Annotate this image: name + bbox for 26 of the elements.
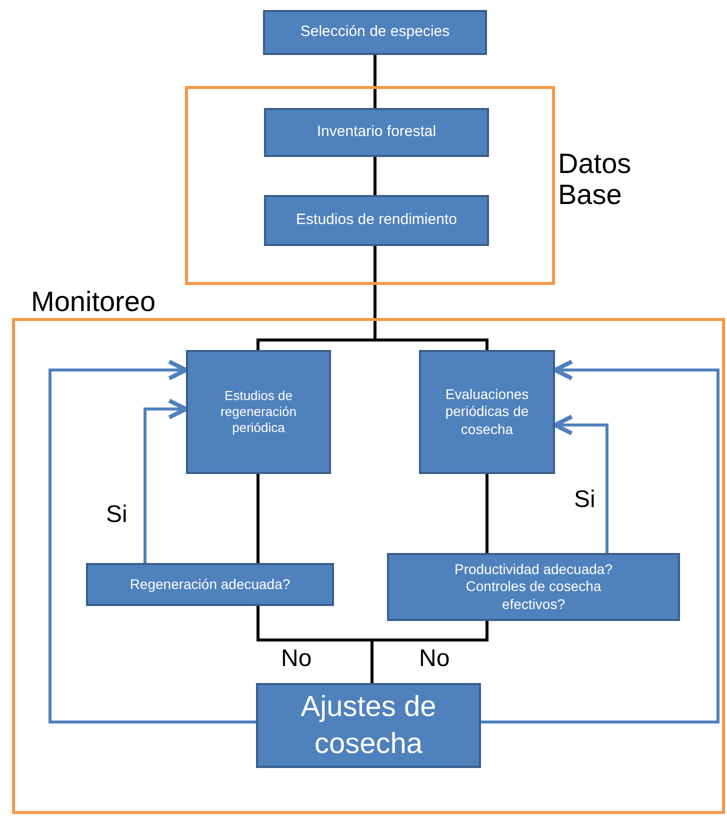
box-label: Regeneración adecuada? xyxy=(130,576,290,594)
box-label: Productividad adecuada? Controles de cosecha efectivos? xyxy=(453,560,614,614)
process-box xyxy=(256,683,481,768)
group-heading: Datos Base xyxy=(558,149,632,211)
box-label: Evaluaciones periódicas de cosecha xyxy=(444,386,530,438)
process-box xyxy=(86,563,334,606)
box-label: Estudios de rendimiento xyxy=(296,211,457,230)
connector-line xyxy=(256,474,260,563)
process-box xyxy=(387,553,680,621)
box-label: Ajustes de cosecha xyxy=(300,690,438,762)
arrow xyxy=(144,398,188,563)
process-box xyxy=(419,350,555,474)
process-box xyxy=(263,10,487,55)
arrow xyxy=(48,360,256,724)
arrow xyxy=(481,360,720,724)
connector-line xyxy=(486,474,488,553)
connector-line xyxy=(374,55,376,108)
process-box xyxy=(264,108,489,157)
group-heading: Monitoreo xyxy=(31,287,156,318)
process-box xyxy=(186,350,331,474)
box-label: Estudios de regeneración periódica xyxy=(220,388,298,436)
connector-line xyxy=(374,157,376,195)
process-box xyxy=(264,195,489,246)
box-label: Inventario forestal xyxy=(316,123,436,142)
connector-line xyxy=(370,621,488,683)
box-label: Selección de especies xyxy=(300,23,450,42)
